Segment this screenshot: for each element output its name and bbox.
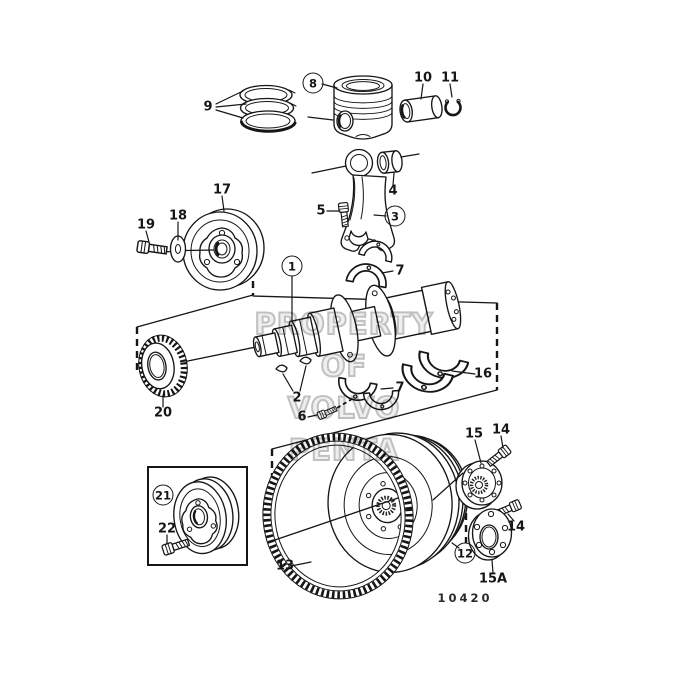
callout-17: 17 (212, 182, 232, 198)
service-kit-box (147, 466, 248, 566)
callout-1: 1 (281, 255, 303, 277)
callout-11: 11 (440, 70, 460, 86)
callout-9: 9 (203, 99, 213, 115)
flywheel-hub (455, 460, 503, 510)
adapter-plate (467, 508, 513, 561)
callout-20: 20 (153, 405, 173, 421)
callout-2: 2 (292, 390, 302, 406)
woodruff-keys (275, 356, 312, 373)
callout-3: 3 (384, 205, 406, 227)
callout-14-lower: 14 (506, 519, 526, 535)
figure-number: 10420 (437, 591, 493, 605)
rod-bolt (337, 201, 351, 228)
callout-18: 18 (168, 208, 188, 224)
hub-bolt-upper (484, 443, 513, 469)
piston (333, 75, 393, 140)
timing-gear (138, 334, 188, 398)
callout-21: 21 (152, 484, 174, 506)
crank-bolt (316, 398, 353, 421)
callout-14-upper: 14 (491, 422, 511, 438)
callout-5: 5 (316, 203, 326, 219)
callout-19: 19 (136, 217, 156, 233)
callout-4: 4 (388, 183, 398, 199)
kit-bolt (160, 536, 191, 557)
pulley-bolt (136, 239, 169, 257)
rod-bushing (376, 150, 403, 174)
ring-gear (262, 432, 414, 600)
callout-6: 6 (297, 409, 307, 425)
thrust-bearing-shells (397, 350, 470, 398)
callout-15A: 15A (478, 571, 508, 587)
leader-lines (145, 83, 515, 574)
callout-22: 22 (157, 521, 177, 537)
bearing-shell-lower (334, 376, 401, 412)
crank-pulley (182, 208, 265, 291)
construction-lines-front (185, 249, 464, 542)
connecting-rod (340, 148, 396, 252)
callout-16: 16 (473, 366, 493, 382)
callout-13: 13 (275, 558, 295, 574)
kit-pulley (173, 476, 240, 555)
crankshaft (252, 281, 462, 363)
callout-8: 8 (302, 72, 324, 94)
piston-rings (239, 84, 297, 133)
callout-12: 12 (454, 542, 476, 564)
wrist-pin (399, 95, 443, 123)
callout-7-upper: 7 (395, 263, 405, 279)
callout-15: 15 (464, 426, 484, 442)
callout-10: 10 (413, 70, 433, 86)
circlip (444, 98, 462, 117)
callout-7-lower: 7 (395, 380, 405, 396)
